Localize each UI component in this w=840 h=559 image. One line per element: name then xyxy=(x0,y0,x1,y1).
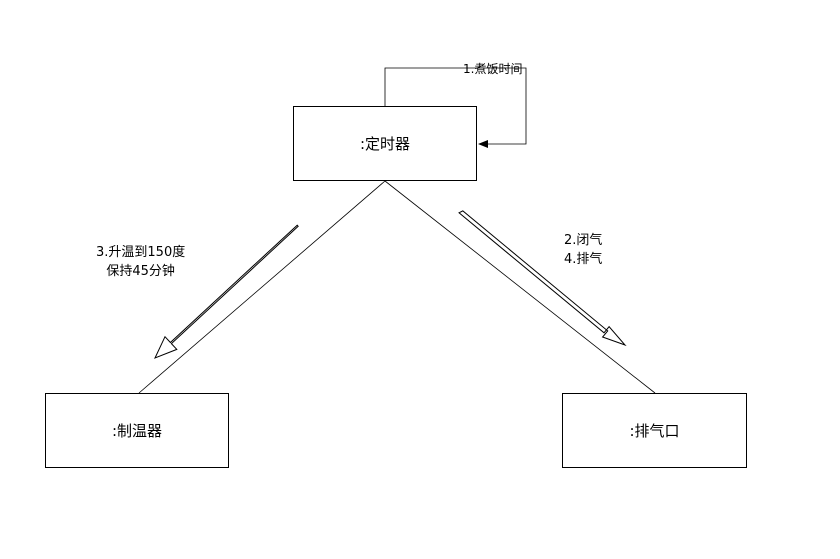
link-timer-vent xyxy=(384,180,656,394)
heater-message: 3.升温到150度 保持45分钟 xyxy=(96,243,185,281)
vent-message: 2.闭气 4.排气 xyxy=(564,231,602,269)
heater-message-line-1: 3.升温到150度 xyxy=(96,245,186,260)
message-arrow-to-vent xyxy=(458,210,627,347)
heater-label: :制温器 xyxy=(111,422,163,440)
vent-label: :排气口 xyxy=(629,422,680,440)
self-call-loop xyxy=(384,67,527,148)
timer-label: :定时器 xyxy=(359,135,411,153)
vent-object[interactable]: :排气口 xyxy=(562,393,747,468)
vent-message-line-2: 4.排气 xyxy=(564,252,603,267)
message-arrow-to-heater xyxy=(154,224,299,359)
timer-object[interactable]: :定时器 xyxy=(293,106,477,181)
heater-object[interactable]: :制温器 xyxy=(45,393,229,468)
link-timer-heater xyxy=(138,180,386,394)
heater-message-line-2: 保持45分钟 xyxy=(106,264,175,279)
self-call-message: 1.煮饭时间 xyxy=(463,60,522,79)
self-call-text: 1.煮饭时间 xyxy=(463,62,523,76)
vent-message-line-1: 2.闭气 xyxy=(564,233,603,248)
